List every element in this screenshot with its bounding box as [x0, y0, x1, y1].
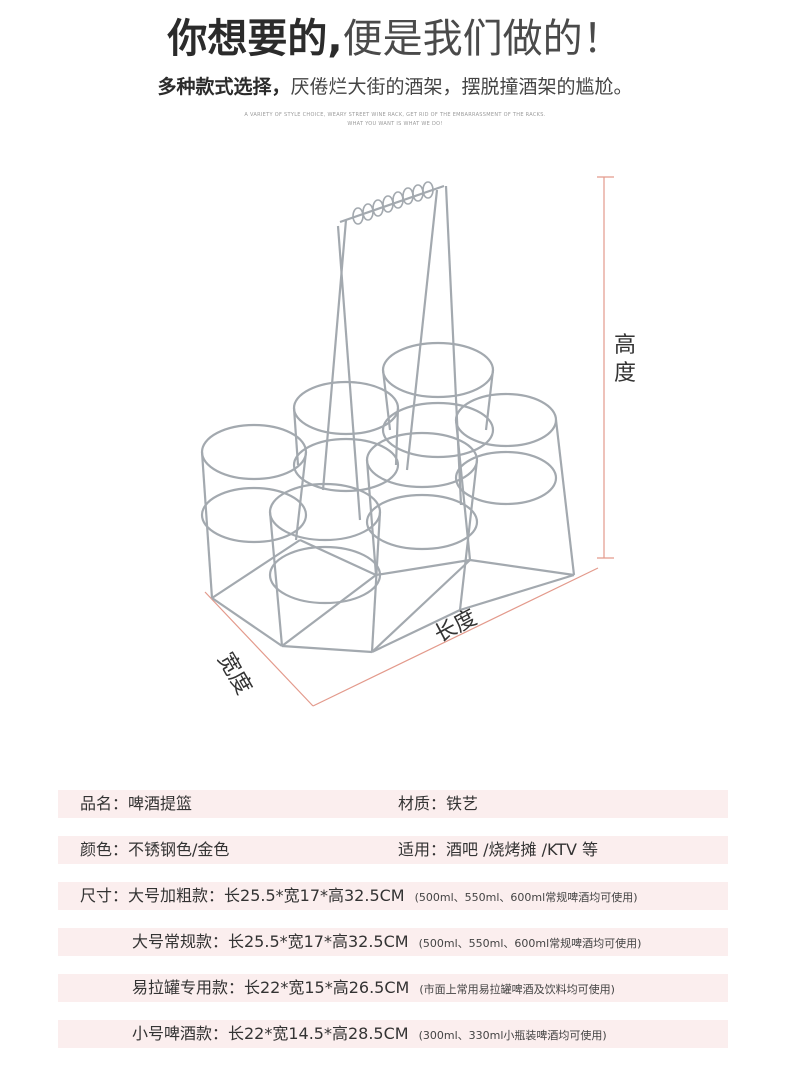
- spec-size-text: 小号啤酒款：长22*宽14.5*高28.5CM: [132, 1024, 409, 1043]
- basket-wires: [200, 181, 576, 654]
- subheadline-light: 厌倦烂大街的酒架，摆脱撞酒架的尴尬。: [290, 76, 633, 98]
- headline-light: 便是我们做的！: [342, 16, 623, 62]
- spec-row-name-material: 品名：啤酒提篮 材质：铁艺: [58, 790, 728, 818]
- spec-color: 颜色：不锈钢色/金色: [80, 840, 230, 859]
- spec-size-note: (市面上常用易拉罐啤酒及饮料均可使用): [419, 983, 615, 996]
- spec-row-size-2: 大号常规款：长25.5*宽17*高32.5CM (500ml、550ml、600m…: [58, 928, 728, 956]
- spec-size-note: (300ml、330ml小瓶装啤酒均可使用): [418, 1029, 607, 1042]
- spec-row-size-3: 易拉罐专用款：长22*宽15*高26.5CM (市面上常用易拉罐啤酒及饮料均可使用…: [58, 974, 728, 1002]
- wire-beer-basket-image: [200, 176, 614, 707]
- spec-size-prefix: 尺寸：: [80, 886, 129, 905]
- dimension-lines: [204, 176, 614, 707]
- headline-bold: 你想要的,: [167, 16, 343, 62]
- height-label: 高度: [613, 333, 636, 386]
- spec-row-size-1: 尺寸：大号加粗款：长25.5*宽17*高32.5CM (500ml、550ml、6…: [58, 882, 728, 910]
- spec-material: 材质：铁艺: [398, 794, 479, 813]
- spec-size-text: 大号加粗款：长25.5*宽17*高32.5CM: [128, 886, 405, 905]
- spec-size-text: 易拉罐专用款：长22*宽15*高26.5CM: [132, 978, 410, 997]
- spec-row-color-usage: 颜色：不锈钢色/金色 适用：酒吧 /烧烤摊 /KTV 等: [58, 836, 728, 864]
- page-headline: 你想要的,便是我们做的！: [0, 14, 790, 64]
- spec-name: 品名：啤酒提篮: [80, 794, 193, 813]
- english-tagline-2: WHAT YOU WANT IS WHAT WE DO!: [347, 121, 443, 127]
- spec-size-note: (500ml、550ml、600ml常规啤酒均可使用): [418, 937, 642, 950]
- spec-size-note: (500ml、550ml、600ml常规啤酒均可使用): [414, 891, 638, 904]
- spec-size-text: 大号常规款：长25.5*宽17*高32.5CM: [132, 932, 409, 951]
- subheadline-bold: 多种款式选择，: [157, 76, 291, 98]
- english-tagline-1: A VARIETY OF STYLE CHOICE, WEARY STREET …: [244, 112, 546, 118]
- page-subheadline: 多种款式选择，厌倦烂大街的酒架，摆脱撞酒架的尴尬。: [0, 72, 790, 102]
- spec-row-size-4: 小号啤酒款：长22*宽14.5*高28.5CM (300ml、330ml小瓶装啤酒…: [58, 1020, 728, 1048]
- spec-usage: 适用：酒吧 /烧烤摊 /KTV 等: [398, 840, 599, 859]
